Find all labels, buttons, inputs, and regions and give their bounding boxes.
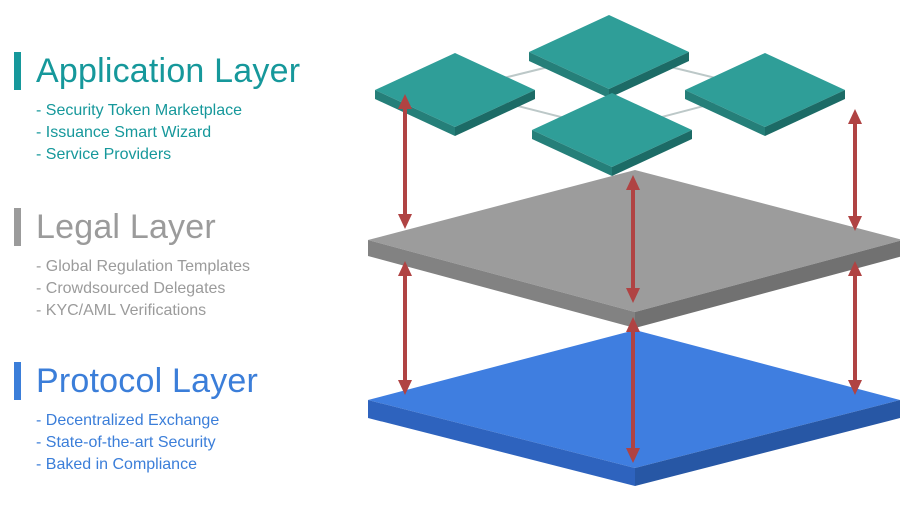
application-layer-title: Application Layer: [36, 52, 301, 90]
bullet-item: - Global Regulation Templates: [36, 258, 251, 275]
bullet-item: - Crowdsourced Delegates: [36, 280, 226, 297]
application-layer-section: Application Layer - Security Token Marke…: [14, 50, 300, 166]
protocol-layer-title: Protocol Layer: [36, 362, 259, 400]
application-layer-bullets: - Security Token Marketplace - Issuance …: [36, 100, 300, 166]
legal-layer-title: Legal Layer: [36, 208, 216, 246]
legal-accent-bar: [14, 208, 21, 246]
double-arrow-app-legal-left: [398, 94, 412, 229]
legal-layer-section: Legal Layer - Global Regulation Template…: [14, 206, 250, 322]
legal-layer-bullets: - Global Regulation Templates - Crowdsou…: [36, 256, 250, 322]
protocol-layer-section: Protocol Layer - Decentralized Exchange …: [14, 360, 258, 476]
protocol-layer-heading: Protocol Layer: [14, 360, 258, 402]
application-tile-right: [685, 53, 845, 136]
protocol-layer-bullets: - Decentralized Exchange - State-of-the-…: [36, 410, 258, 476]
double-arrow-app-legal-center: [626, 175, 640, 303]
application-tile-top: [529, 15, 689, 98]
application-tile-left: [375, 53, 535, 136]
bullet-item: - State-of-the-art Security: [36, 434, 216, 451]
double-arrow-legal-protocol-center: [626, 317, 640, 463]
application-layer-heading: Application Layer: [14, 50, 300, 92]
application-tile-bottom: [532, 93, 692, 176]
bullet-item: - Decentralized Exchange: [36, 412, 220, 429]
application-accent-bar: [14, 52, 21, 90]
legal-layer-heading: Legal Layer: [14, 206, 250, 248]
double-arrow-legal-protocol-right: [848, 261, 862, 395]
double-arrow-app-legal-right: [848, 109, 862, 231]
bullet-item: - Service Providers: [36, 146, 172, 163]
double-arrow-legal-protocol-left: [398, 261, 412, 395]
bullet-item: - Issuance Smart Wizard: [36, 124, 212, 141]
protocol-accent-bar: [14, 362, 21, 400]
bullet-item: - Baked in Compliance: [36, 456, 197, 473]
double-arrows: [398, 94, 862, 463]
bullet-item: - KYC/AML Verifications: [36, 302, 207, 319]
bullet-item: - Security Token Marketplace: [36, 102, 243, 119]
